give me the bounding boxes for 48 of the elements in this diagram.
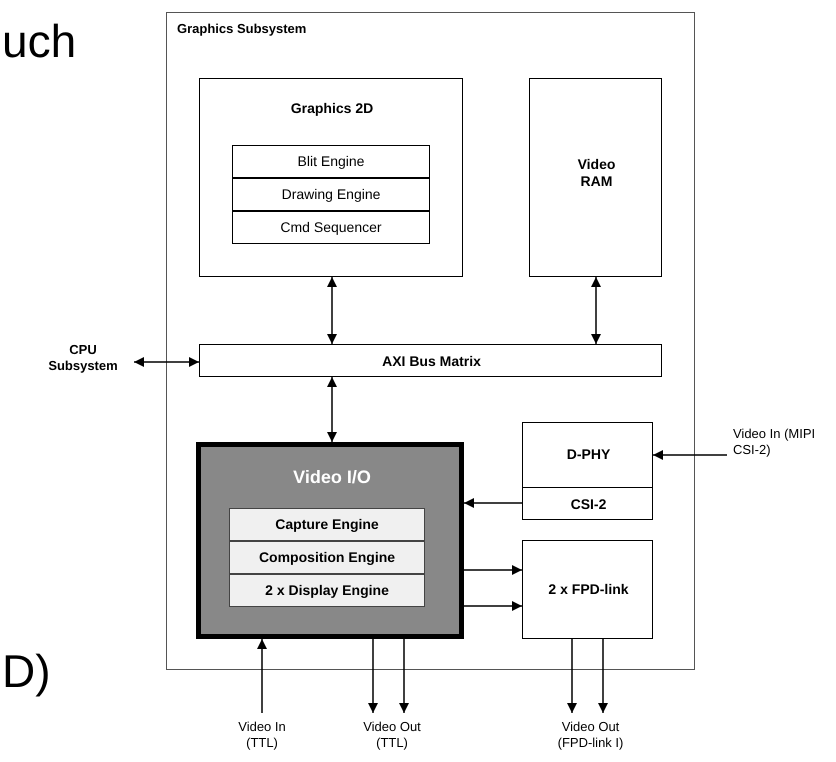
block-box — [199, 344, 662, 377]
block-box — [522, 422, 653, 488]
block-label: 2 x Display Engine — [264, 582, 390, 599]
arrow — [591, 277, 601, 344]
block-label: Cmd Sequencer — [279, 219, 383, 236]
block-label: CSI-2 — [570, 496, 608, 513]
port-label: Video Out (FPD-link I) — [556, 719, 624, 750]
engine-row — [229, 508, 425, 541]
arrow — [653, 450, 727, 460]
engine-row — [229, 541, 425, 574]
arrow — [598, 639, 608, 713]
block-label: 2 x FPD-link — [547, 581, 630, 598]
block-label: Graphics Subsystem — [177, 21, 308, 37]
block-label: Video I/O — [292, 467, 372, 489]
block-label: Capture Engine — [274, 516, 380, 533]
port-label: Video In (TTL) — [237, 719, 287, 750]
engine-row — [232, 211, 430, 244]
block-label: Video RAM — [576, 156, 616, 190]
block-label: Drawing Engine — [280, 186, 382, 203]
engine-row — [229, 574, 425, 607]
block-label: Blit Engine — [296, 153, 366, 170]
arrow — [134, 357, 199, 367]
video-io-block — [196, 442, 464, 639]
arrow — [464, 601, 522, 611]
arrow — [327, 377, 337, 442]
arrow — [464, 498, 522, 508]
arrow — [368, 639, 378, 713]
block-box — [199, 78, 463, 277]
block-label: D-PHY — [566, 446, 612, 463]
arrow — [257, 639, 267, 713]
block-box — [522, 487, 653, 520]
arrow — [464, 565, 522, 575]
port-label: Video In (MIPI CSI-2) — [733, 426, 816, 458]
arrow — [327, 277, 337, 344]
block-label: Composition Engine — [258, 549, 396, 566]
subsystem-frame — [166, 12, 695, 670]
port-label: CPU Subsystem — [47, 342, 119, 374]
block-box — [529, 78, 662, 277]
block-label: AXI Bus Matrix — [381, 353, 482, 370]
engine-row — [232, 178, 430, 211]
arrow — [567, 639, 577, 713]
port-label: Video Out (TTL) — [362, 719, 422, 750]
block-box — [522, 540, 653, 639]
arrow — [399, 639, 409, 713]
engine-row — [232, 145, 430, 178]
text-fragment: uch — [2, 18, 76, 64]
text-fragment: D) — [2, 648, 51, 694]
block-label: Graphics 2D — [290, 100, 374, 117]
